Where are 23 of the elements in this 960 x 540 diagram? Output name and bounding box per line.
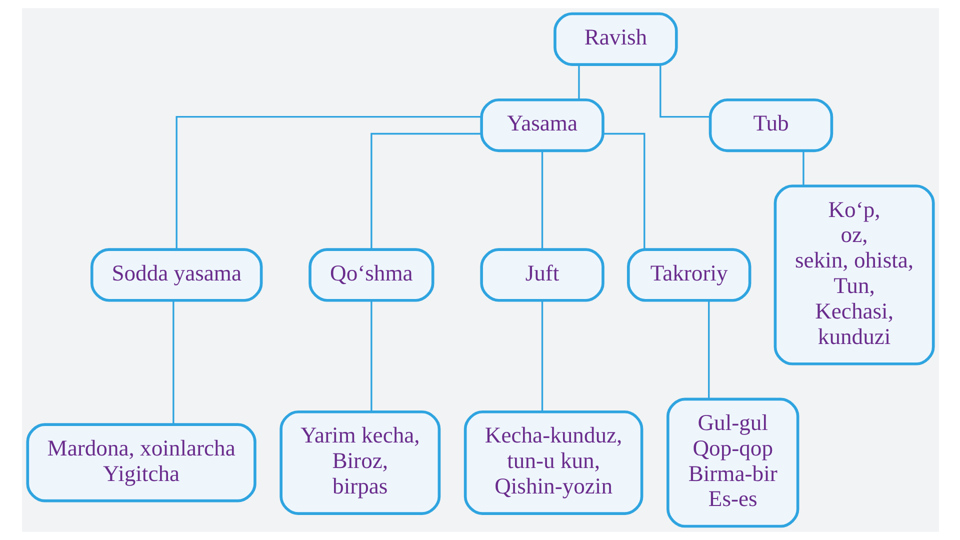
node-box: Qo‘shma — [308, 248, 434, 302]
connector — [802, 151, 804, 186]
node-box: Sodda yasama — [90, 248, 262, 302]
node-box: Juft — [480, 248, 604, 302]
connector — [708, 300, 710, 399]
node-box: Gul-gul Qop-qop Birma-bir Es-es — [666, 398, 799, 528]
connector — [659, 64, 710, 118]
node-box: Tub — [708, 98, 833, 152]
connector — [602, 132, 645, 250]
connector — [370, 132, 482, 250]
node-box: Yasama — [480, 98, 604, 152]
node-box: Kecha-kunduz, tun-u kun, Qishin-yozin — [463, 410, 643, 515]
node-box: Ravish — [553, 12, 678, 66]
connector — [540, 151, 543, 250]
connector — [172, 300, 174, 424]
node-box: Mardona, xoinlarcha Yigitcha — [26, 423, 256, 502]
connector — [370, 300, 372, 412]
connector — [175, 116, 481, 249]
node-box: Yarim kecha, Biroz, birpas — [279, 410, 440, 515]
node-box: Takroriy — [626, 248, 751, 302]
connector — [578, 65, 580, 100]
connector — [540, 300, 543, 412]
node-box: Ko‘p, oz, sekin, ohista, Tun, Kechasi, kunduzi — [773, 184, 934, 366]
